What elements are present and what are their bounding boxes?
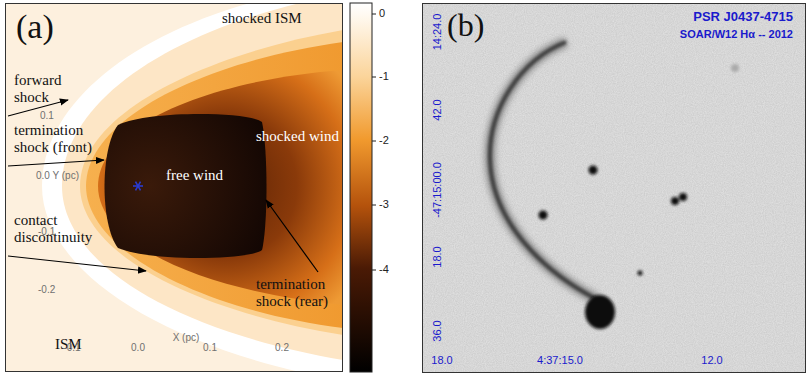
ism-ground	[5, 3, 343, 372]
feature-label: termination shock (rear)	[256, 276, 342, 311]
axis-tick-label: 18.0	[431, 246, 444, 267]
sky-ground	[422, 3, 806, 373]
region-label: free wind	[166, 167, 223, 184]
axis-tick-label: 0.0	[131, 342, 145, 354]
field-stars	[539, 166, 688, 276]
region-label: shocked wind	[256, 128, 339, 145]
colour-bar-tick: -3	[379, 198, 389, 211]
bright-star	[585, 295, 615, 329]
panel-letter: (b)	[447, 8, 484, 43]
axis-tick-label: 14:24.0	[431, 14, 444, 51]
leader-arrow	[8, 256, 146, 271]
shocked-ism-inner	[80, 30, 343, 335]
colour-bar-tick: -2	[379, 134, 389, 147]
leader-arrow	[266, 200, 318, 272]
axis-tick-label: -0.2	[38, 284, 55, 296]
bow-shock-arc	[490, 42, 598, 300]
object-name: PSR J0437-4715	[693, 10, 793, 24]
panel-letter: (a)	[16, 8, 54, 45]
leader-arrows	[8, 100, 318, 272]
colour-bar-ticks	[372, 14, 376, 270]
bow-shock-glow	[490, 42, 598, 300]
feature-label: termination shock (front)	[14, 122, 110, 157]
axis-tick-label: 0.2	[275, 342, 289, 354]
feature-label: forward shock	[14, 72, 84, 107]
contact-discontinuity-region	[86, 42, 343, 328]
axis-tick-label: -47:15:00.0	[431, 162, 444, 218]
free-wind-region	[105, 114, 267, 258]
region-label: shocked ISM	[222, 10, 302, 27]
feature-label: contact discontinuity	[14, 212, 106, 247]
axis-tick-label: 0.1	[40, 110, 54, 122]
faint-star	[731, 64, 739, 72]
simulation-map	[5, 3, 343, 372]
axis-tick-label: 4:37:15.0	[537, 354, 583, 367]
instrument-note: SOAR/W12 Hα -- 2012	[680, 28, 793, 40]
axis-title: X (pc)	[173, 332, 200, 344]
shocked-ism-region	[62, 3, 343, 360]
colour-bar	[350, 3, 372, 372]
forward-shock-band	[42, 3, 343, 372]
axis-tick-label: -0.1	[63, 342, 80, 354]
colour-bar-tick: -1	[379, 70, 389, 83]
axis-tick-label: 0.1	[203, 342, 217, 354]
halpha-image	[422, 3, 806, 373]
colour-bar-tick: -4	[379, 263, 389, 276]
panel-frame: (b) PSR J0437-4715SOAR/W12 Hα -- 2012	[422, 3, 806, 373]
axis-tick-label: -0.1	[38, 226, 55, 238]
colour-bar-tick: 0	[379, 7, 385, 20]
pulsar-symbol	[133, 182, 143, 191]
axis-tick-label: 36.0	[431, 320, 444, 341]
axis-tick-label: 12.0	[701, 354, 722, 367]
axis-tick-label: 42.0	[431, 99, 444, 120]
axis-tick-label: 18.0	[431, 354, 452, 367]
panel-frame: (a)	[5, 3, 343, 372]
leader-arrow	[8, 160, 104, 166]
sky-noise	[422, 3, 806, 373]
axis-title: 0.0 Y (pc)	[36, 170, 79, 182]
